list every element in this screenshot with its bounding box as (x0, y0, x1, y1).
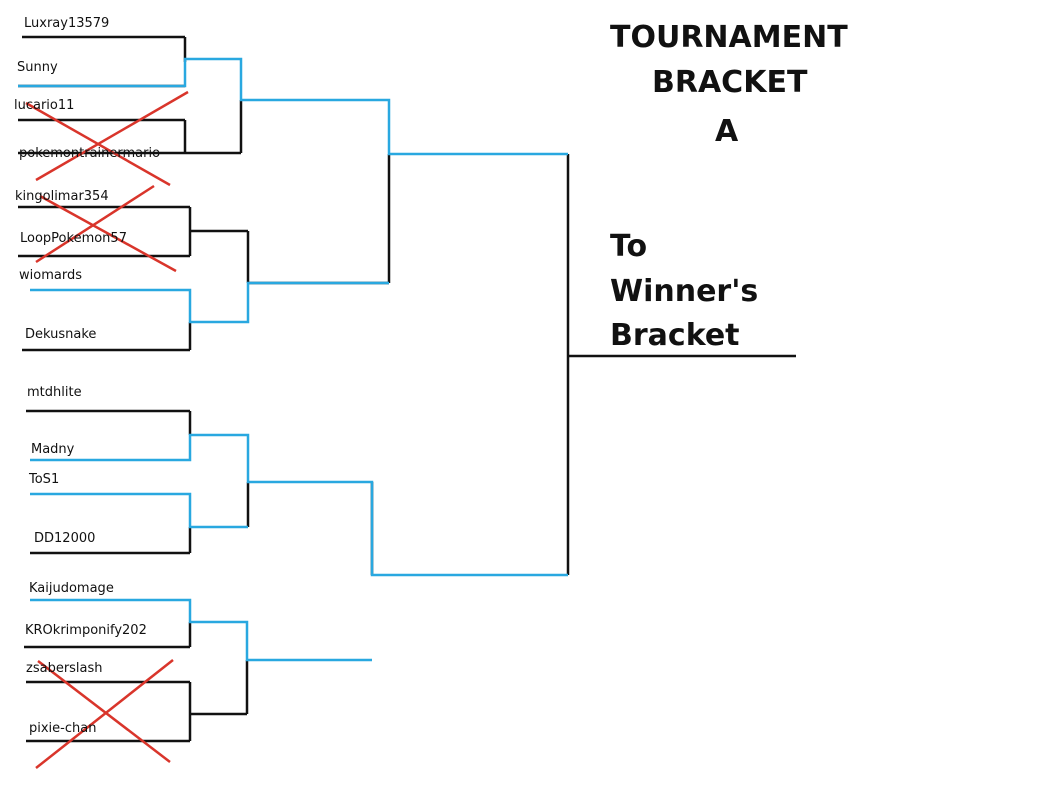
advance-path (30, 281, 389, 324)
winners-note-line-3: Bracket (610, 318, 740, 353)
player-name: Luxray13579 (24, 16, 110, 31)
player-name: Kaijudomage (29, 581, 114, 596)
player-name: KROkrimponify202 (25, 623, 147, 638)
title-line-2: BRACKET (652, 65, 808, 100)
player-name: Sunny (17, 60, 58, 75)
elimination-x-mark (37, 660, 171, 763)
player-name: lucario11 (14, 98, 75, 113)
winners-note-line-1: To (610, 229, 648, 264)
elimination-x-mark (39, 194, 177, 273)
player-name: Madny (31, 442, 75, 457)
player-name: zsaberslash (26, 661, 103, 676)
elimination-x-mark (35, 90, 189, 182)
winners-note-line-2: Winner's (610, 274, 759, 309)
title-line-3: A (715, 114, 739, 149)
advance-path (30, 433, 568, 577)
player-name: mtdhlite (27, 385, 82, 400)
player-name: DD12000 (34, 531, 96, 546)
player-name: LoopPokemon57 (20, 231, 127, 246)
elimination-x-mark (35, 184, 155, 264)
player-name: kingolimar354 (15, 189, 109, 204)
player-name: Dekusnake (25, 327, 97, 342)
player-name: ToS1 (29, 472, 60, 487)
title-line-1: TOURNAMENT (610, 20, 848, 55)
advance-path (30, 492, 248, 529)
elimination-x-mark (35, 659, 174, 769)
player-name: wiomards (19, 268, 82, 283)
player-name: pixie-chan (29, 721, 97, 736)
advance-path (30, 598, 372, 662)
advance-path (18, 57, 568, 156)
player-name: pokemontrainermario (19, 146, 161, 161)
